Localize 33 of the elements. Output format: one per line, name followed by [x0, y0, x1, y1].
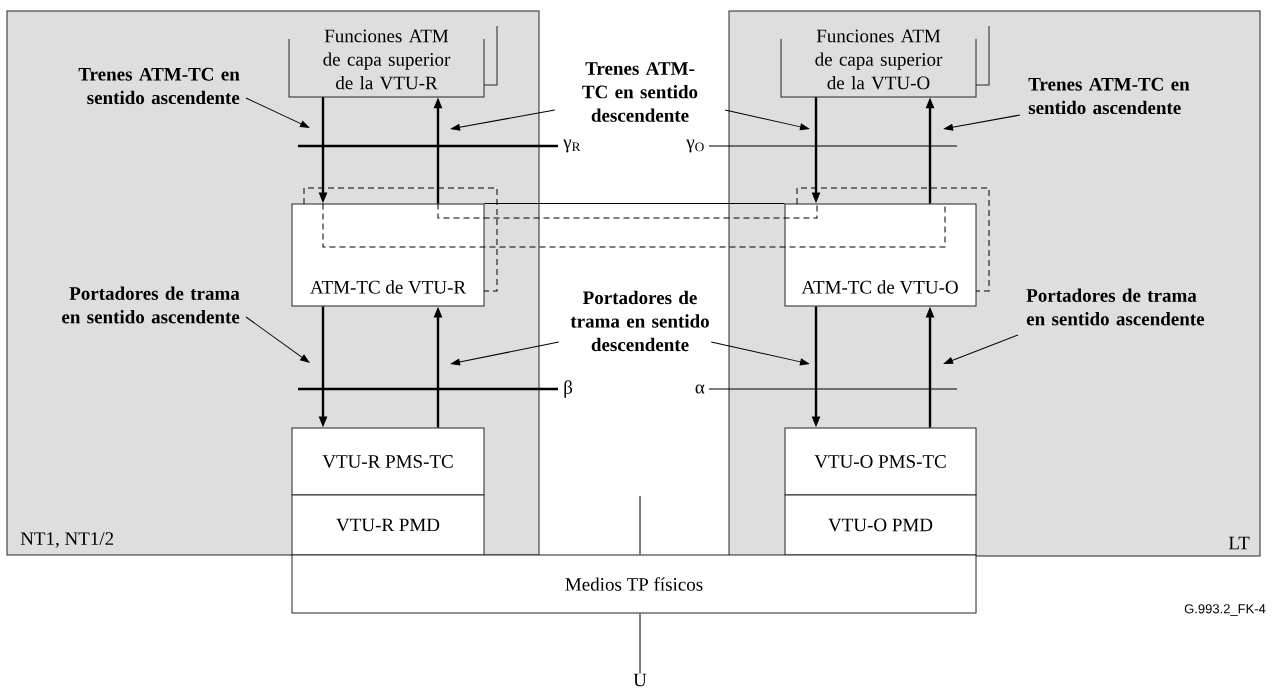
- connecting-line: [484, 203, 785, 204]
- layer-box: VTU-R PMD: [291, 494, 485, 556]
- reference-label: α: [695, 384, 705, 394]
- reference-label: γ$_{O}$: [686, 139, 704, 153]
- dashed-path: [322, 203, 946, 248]
- function-block: Funciones ATM de capa superior de la VTU-R: [288, 25, 498, 98]
- function-block: Funciones ATM de capa superior de la VTU-O: [780, 25, 990, 98]
- reference-label: γ$_{R}$: [563, 139, 581, 153]
- annotation-text: Trenes ATM-TC en sentido descendente: [582, 62, 698, 122]
- annotation-text: Portadores de trama en sentido descendente: [570, 290, 709, 352]
- layer-box: VTU-R PMS-TC: [291, 427, 485, 496]
- annotation-text: Portadores de trama en sentido ascendente: [62, 286, 240, 324]
- leader-line: [245, 97, 310, 128]
- leader-line: [245, 316, 310, 363]
- leader-line: [943, 334, 1019, 364]
- reference-label: β: [564, 380, 573, 398]
- layer-box: ATM-TC de VTU-O: [784, 203, 977, 307]
- layer-box: VTU-O PMS-TC: [784, 427, 977, 496]
- annotation-text: U: [633, 673, 647, 687]
- figure-id: G.993.2_FK-4: [1184, 604, 1266, 616]
- layer-box: ATM-TC de VTU-R: [291, 203, 485, 307]
- layer-box: VTU-O PMD: [784, 494, 977, 556]
- leader-line: [710, 341, 810, 366]
- leader-line: [451, 109, 556, 131]
- leader-line: [724, 109, 810, 131]
- leader-line: [944, 114, 1021, 131]
- connecting-line: [639, 613, 641, 674]
- annotation-text: Trenes ATM-TC en sentido ascendente: [1028, 77, 1190, 115]
- annotation-text: Trenes ATM-TC en sentido ascendente: [78, 67, 240, 105]
- dashed-path: [437, 203, 818, 219]
- annotation-text: Portadores de trama en sentido ascendente: [1026, 288, 1205, 326]
- leader-line: [451, 341, 560, 366]
- connecting-line: [639, 495, 641, 555]
